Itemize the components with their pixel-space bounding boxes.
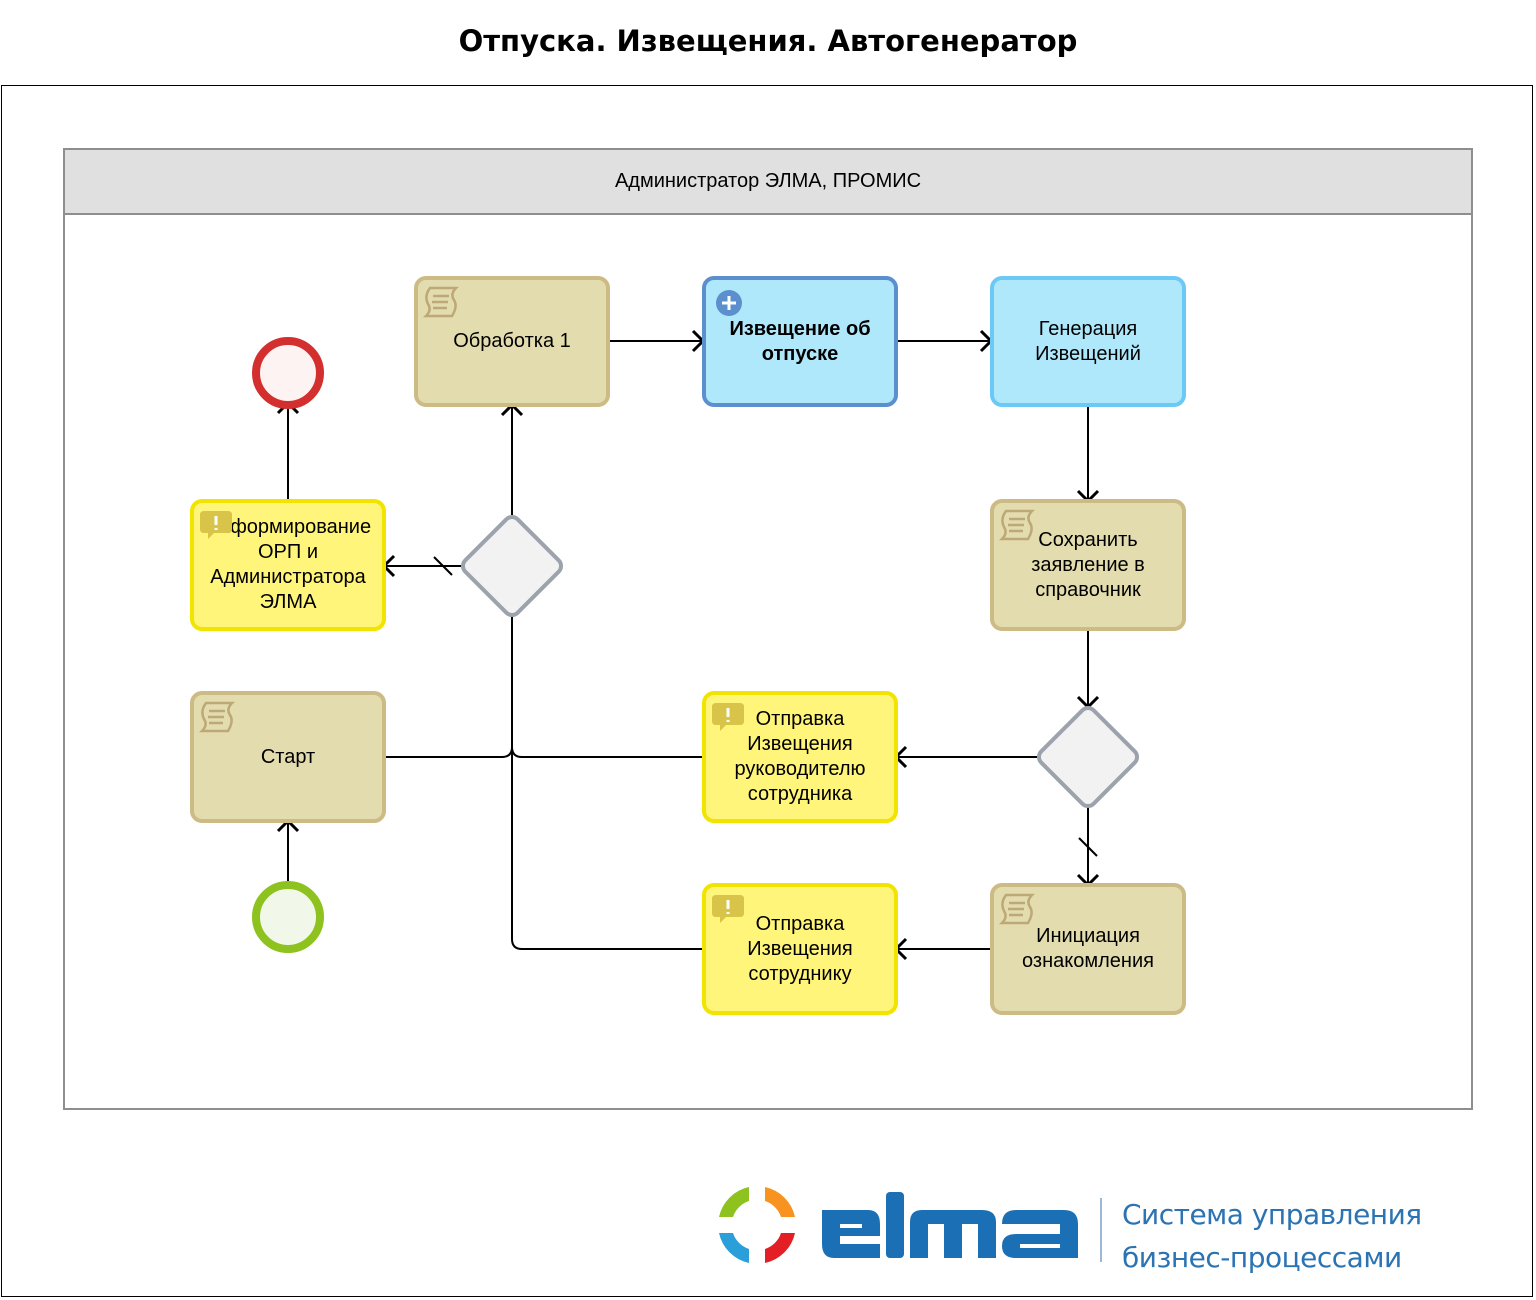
- task-otpravka-ruk[interactable]: Отправка Извещения руководителю сотрудни…: [702, 691, 898, 823]
- task-obrabotka[interactable]: Обработка 1: [414, 276, 610, 407]
- script-icon: [998, 893, 1036, 925]
- task-label: Инициация ознакомления: [1022, 925, 1154, 972]
- task-otpravka-sotr[interactable]: Отправка Извещения сотруднику: [702, 883, 898, 1015]
- default-flow-marker: [433, 556, 453, 576]
- lane-label: Администратор ЭЛМА, ПРОМИС: [614, 170, 922, 192]
- notification-icon: [200, 511, 232, 539]
- script-icon: [422, 286, 460, 318]
- exclusive-gateway-1[interactable]: [460, 514, 565, 619]
- task-label: Обработка 1: [453, 330, 571, 352]
- lane-header: Администратор ЭЛМА, ПРОМИС: [65, 150, 1471, 215]
- diagram-title: Отпуска. Извещения. Автогенератор: [458, 24, 1078, 58]
- script-icon: [198, 701, 236, 733]
- plus-circle-icon: [716, 290, 742, 316]
- task-label: Извещение об отпуске: [729, 317, 871, 365]
- elma-wordmark: [822, 1192, 1078, 1258]
- start-event[interactable]: [252, 881, 324, 953]
- task-label: Отправка Извещения сотруднику: [747, 912, 853, 985]
- task-informirovanie[interactable]: Информирование ОРП и Администратора ЭЛМА: [190, 499, 386, 631]
- exclusive-gateway-2[interactable]: [1036, 705, 1141, 810]
- default-flow-marker: [1078, 837, 1098, 857]
- task-generaciya[interactable]: Генерация Извещений: [990, 276, 1186, 407]
- task-label: Старт: [260, 745, 316, 768]
- notification-icon: [712, 703, 744, 731]
- notification-icon: [712, 895, 744, 923]
- task-label: Сохранить заявление в справочник: [1031, 528, 1145, 601]
- flow-start-gateway: [385, 746, 513, 758]
- script-icon: [998, 509, 1036, 541]
- flow-otpravka-ruk-gateway: [511, 746, 703, 758]
- task-label: Генерация Извещений: [1035, 317, 1141, 365]
- cycle-arrows-icon: [719, 1187, 795, 1263]
- task-sohranit[interactable]: Сохранить заявление в справочник: [990, 499, 1186, 631]
- task-start[interactable]: Старт: [190, 691, 386, 823]
- task-label: Информирование ОРП и Администратора ЭЛМА: [204, 516, 372, 613]
- task-izveshchenie[interactable]: Извещение об отпуске: [702, 276, 898, 407]
- task-label: Отправка Извещения руководителю сотрудни…: [734, 708, 866, 805]
- end-event[interactable]: [252, 337, 324, 409]
- task-iniciaciya[interactable]: Инициация ознакомления: [990, 883, 1186, 1015]
- elma-logo: [719, 1187, 1102, 1263]
- flow-otpravka-sotr-gateway: [511, 616, 703, 950]
- diagram-frame: [1, 85, 1533, 1297]
- logo-tagline-line1: Система управления: [1122, 1198, 1422, 1231]
- logo-divider: [1100, 1198, 1102, 1262]
- logo-tagline-line2: бизнес-процессами: [1122, 1241, 1402, 1274]
